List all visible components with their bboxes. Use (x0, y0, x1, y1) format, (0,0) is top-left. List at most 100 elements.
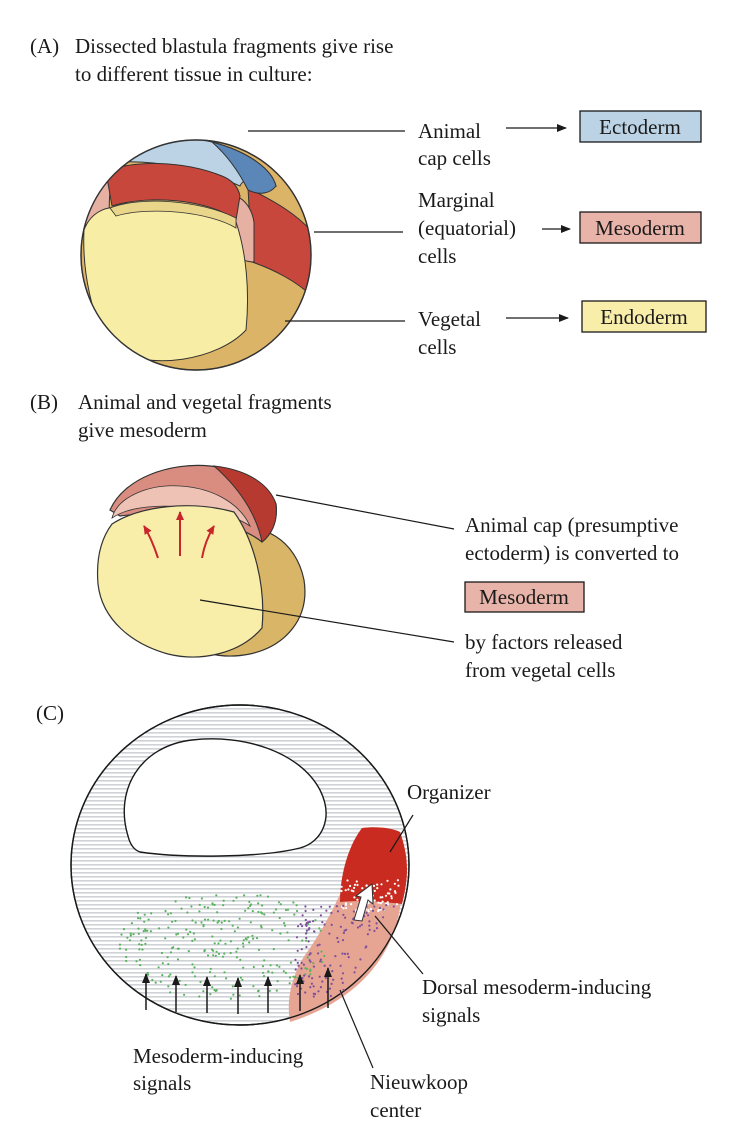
speckle (368, 924, 371, 927)
speckle (312, 965, 315, 968)
speckle (321, 921, 324, 924)
marginal-label-line2: (equatorial) (418, 216, 516, 240)
speckle (319, 914, 322, 917)
speckle (223, 919, 226, 923)
speckle (136, 911, 139, 915)
speckle (301, 925, 304, 928)
speckle (387, 903, 390, 906)
speckle (140, 939, 143, 942)
speckle (341, 972, 345, 975)
speckle (329, 964, 332, 967)
speckle (184, 983, 187, 987)
speckle (191, 971, 194, 974)
speckle (318, 943, 321, 946)
speckle (146, 929, 149, 932)
speckle (304, 967, 307, 970)
speckle (297, 964, 300, 967)
speckle (137, 927, 140, 930)
speckle (320, 960, 323, 964)
speckle (336, 936, 339, 940)
speckle (261, 912, 264, 915)
speckle (125, 959, 128, 963)
speckle (202, 923, 205, 926)
speckle (341, 952, 344, 955)
speckle (118, 943, 122, 946)
speckle (386, 901, 389, 904)
speckle (125, 948, 128, 951)
speckle (191, 963, 194, 966)
speckle (213, 975, 216, 978)
speckle (393, 882, 396, 885)
speckle (261, 904, 264, 907)
speckle (217, 919, 220, 923)
speckle (378, 906, 382, 910)
speckle (308, 927, 311, 930)
inducing-arrow-left (143, 525, 159, 559)
speckle (229, 951, 232, 955)
speckle (232, 899, 235, 902)
speckle (293, 913, 296, 916)
speckle (342, 931, 345, 935)
speckle (377, 909, 380, 912)
speckle (284, 971, 287, 975)
speckle (144, 942, 147, 946)
speckle (295, 904, 298, 907)
speckle (309, 973, 312, 976)
speckle (379, 896, 382, 899)
speckle (247, 907, 250, 910)
speckle (126, 936, 129, 939)
speckle (189, 930, 192, 934)
speckle (190, 905, 193, 908)
speckle (186, 911, 189, 914)
speckle (209, 967, 212, 970)
speckle (232, 993, 235, 996)
speckle (125, 955, 128, 959)
speckle (328, 905, 331, 908)
speckle (138, 948, 141, 951)
speckle (129, 932, 132, 935)
speckle (305, 932, 308, 935)
nieuwkoop-leader (339, 989, 374, 1069)
ectoderm-box-label: Ectoderm (599, 115, 681, 139)
speckle (175, 933, 178, 936)
organizer-label: Organizer (407, 780, 491, 804)
speckle (356, 926, 360, 929)
speckle (262, 971, 265, 974)
mesoderm-box-label: Mesoderm (595, 216, 685, 240)
ectoderm-box (579, 110, 702, 143)
speckle (287, 939, 290, 942)
speckle (360, 923, 363, 926)
speckle (271, 929, 274, 932)
speckle (314, 919, 317, 922)
speckle (330, 923, 333, 927)
speckle (373, 889, 376, 893)
speckle (223, 971, 226, 974)
speckle (203, 918, 207, 921)
speckle (361, 887, 364, 890)
speckle (283, 922, 286, 925)
speckle (288, 982, 291, 985)
speckle (128, 939, 132, 942)
speckle (376, 883, 379, 886)
speckle (379, 908, 382, 911)
speckle (365, 911, 368, 915)
speckle (311, 977, 314, 980)
speckle (142, 930, 145, 933)
speckle (217, 952, 221, 956)
speckle (138, 958, 141, 961)
panel-a-caption-line1: Dissected blastula fragments give rise (75, 34, 393, 58)
speckle (309, 960, 312, 963)
speckle (296, 909, 299, 913)
speckle (141, 948, 144, 951)
speckle (147, 918, 150, 921)
speckle (231, 985, 234, 988)
speckle (211, 986, 214, 989)
speckle (274, 908, 278, 911)
speckle (346, 952, 349, 956)
speckle (176, 958, 180, 961)
speckle (167, 963, 170, 966)
speckle (319, 986, 322, 989)
speckle (300, 967, 303, 970)
speckle (159, 980, 162, 983)
speckle (263, 913, 266, 916)
